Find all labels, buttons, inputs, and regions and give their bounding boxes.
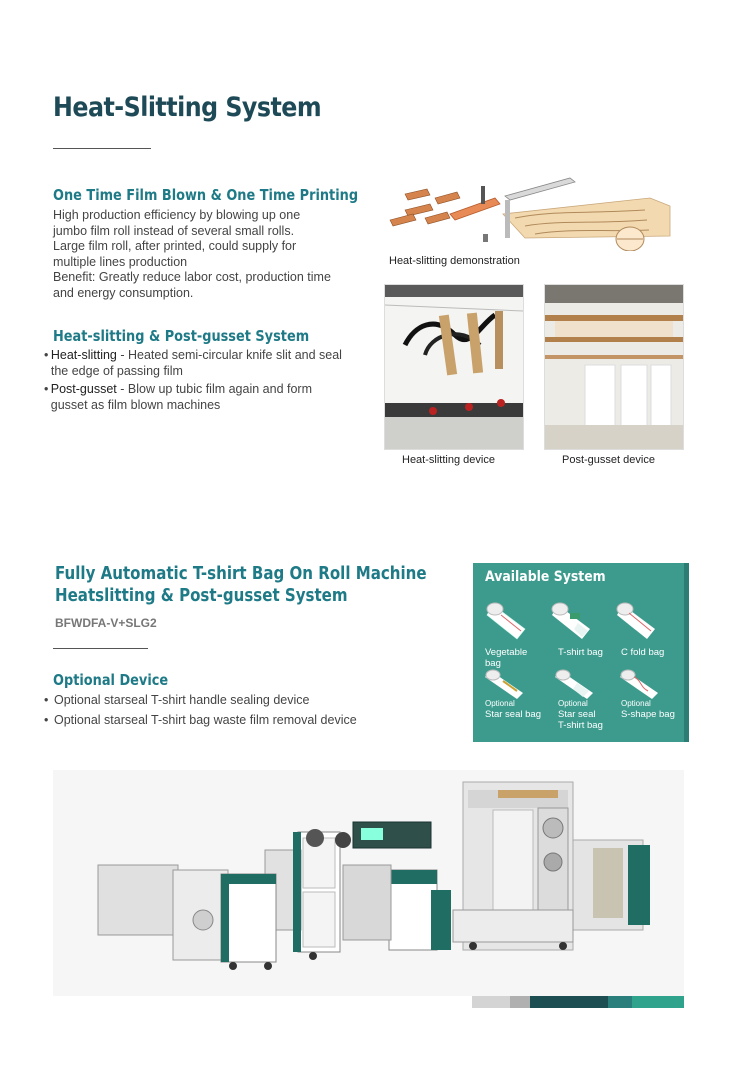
bullet-text: - Heated semi-circular knife slit and se… — [50, 348, 342, 378]
model-underline — [53, 648, 148, 649]
bullet-icon: • — [44, 348, 49, 362]
color-strip-segment — [632, 996, 684, 1008]
text-line: Large film roll, after printed, could su… — [53, 239, 297, 253]
s-shape-bag-icon — [620, 669, 658, 699]
bag-label: S-shape bag — [621, 709, 675, 720]
bag-option: T-shirt bag — [558, 647, 618, 658]
bag-label: Star seal T-shirt bag — [558, 709, 603, 731]
list-item: • Heat-slitting - Heated semi-circular k… — [44, 348, 344, 379]
optional-device-heading: Optional Device — [53, 671, 169, 689]
machine-title: Fully Automatic T-shirt Bag On Roll Mach… — [55, 563, 427, 607]
title-underline — [53, 148, 151, 149]
bullet-key: Post-gusset — [50, 382, 117, 396]
bag-optional-tag: Optional — [621, 699, 651, 708]
star-seal-bag-icon — [485, 669, 523, 699]
color-strip-segment — [472, 996, 510, 1008]
t-shirt-bag-icon — [551, 602, 590, 639]
model-number: BFWDFA-V+SLG2 — [55, 616, 157, 630]
color-strip-segment — [530, 996, 608, 1008]
bag-label: Vegetable bag — [485, 647, 528, 669]
machine-title-line1: Fully Automatic T-shirt Bag On Roll Mach… — [55, 564, 427, 584]
text-line: multiple lines production — [53, 254, 188, 269]
bag-optional-tag: Optional — [485, 699, 515, 708]
optional-item: Optional starseal T-shirt handle sealing… — [54, 693, 310, 707]
bag-option: Optional Star seal bag — [485, 699, 545, 720]
vegetable-bag-icon — [486, 602, 526, 640]
bullet-icon: • — [44, 382, 49, 396]
caption-heat-slitting-device: Heat-slitting device — [402, 454, 495, 466]
bullet-icon: • — [44, 693, 49, 707]
machine-title-line2: Heatslitting & Post-gusset System — [55, 586, 348, 606]
bag-label: Star seal bag — [485, 709, 541, 720]
color-strip-segment — [608, 996, 632, 1008]
text-line: jumbo film roll instead of several small… — [53, 223, 295, 238]
c-fold-bag-icon — [616, 602, 655, 639]
machine-photo — [53, 770, 684, 996]
bag-option: Vegetable bag — [485, 647, 545, 669]
subheading-heat-slitting: Heat-slitting & Post-gusset System — [53, 327, 310, 345]
caption-post-gusset-device: Post-gusset device — [562, 454, 655, 466]
bag-label: T-shirt bag — [558, 647, 603, 658]
bag-option: C fold bag — [621, 647, 681, 658]
heat-slitting-diagram — [389, 177, 671, 251]
text-line: and energy consumption. — [53, 285, 194, 300]
bag-optional-tag: Optional — [558, 699, 588, 708]
bullet-text: - Blow up tubic film again and form guss… — [50, 382, 312, 412]
available-system-panel: Available System Vegetable bag T-shirt b… — [473, 563, 689, 742]
color-strip-segment — [510, 996, 530, 1008]
available-system-title: Available System — [485, 569, 606, 585]
bullet-icon: • — [44, 712, 49, 727]
film-blown-description: High production efficiency by blowing up… — [53, 208, 363, 301]
optional-item: Optional starseal T-shirt bag waste film… — [54, 712, 357, 727]
caption-demonstration: Heat-slitting demonstration — [389, 255, 520, 267]
page-title: Heat-Slitting System — [53, 92, 322, 123]
list-item: • Optional starseal T-shirt bag waste fi… — [44, 713, 404, 729]
bag-option: Optional Star seal T-shirt bag — [558, 699, 618, 731]
subheading-film-blown: One Time Film Blown & One Time Printing — [53, 186, 359, 204]
bag-label: C fold bag — [621, 647, 665, 658]
list-item: • Post-gusset - Blow up tubic film again… — [44, 382, 344, 413]
bullet-list: • Heat-slitting - Heated semi-circular k… — [44, 348, 344, 413]
text-line: High production efficiency by blowing up… — [53, 208, 301, 222]
optional-device-list: • Optional starseal T-shirt handle seali… — [44, 693, 404, 728]
bag-option: Optional S-shape bag — [621, 699, 681, 720]
bullet-key: Heat-slitting — [50, 348, 117, 362]
text-line: Benefit: Greatly reduce labor cost, prod… — [53, 270, 331, 284]
heat-slitting-device-photo — [384, 284, 524, 450]
list-item: • Optional starseal T-shirt handle seali… — [44, 693, 404, 709]
post-gusset-device-photo — [544, 284, 684, 450]
star-seal-t-shirt-bag-icon — [555, 669, 593, 699]
